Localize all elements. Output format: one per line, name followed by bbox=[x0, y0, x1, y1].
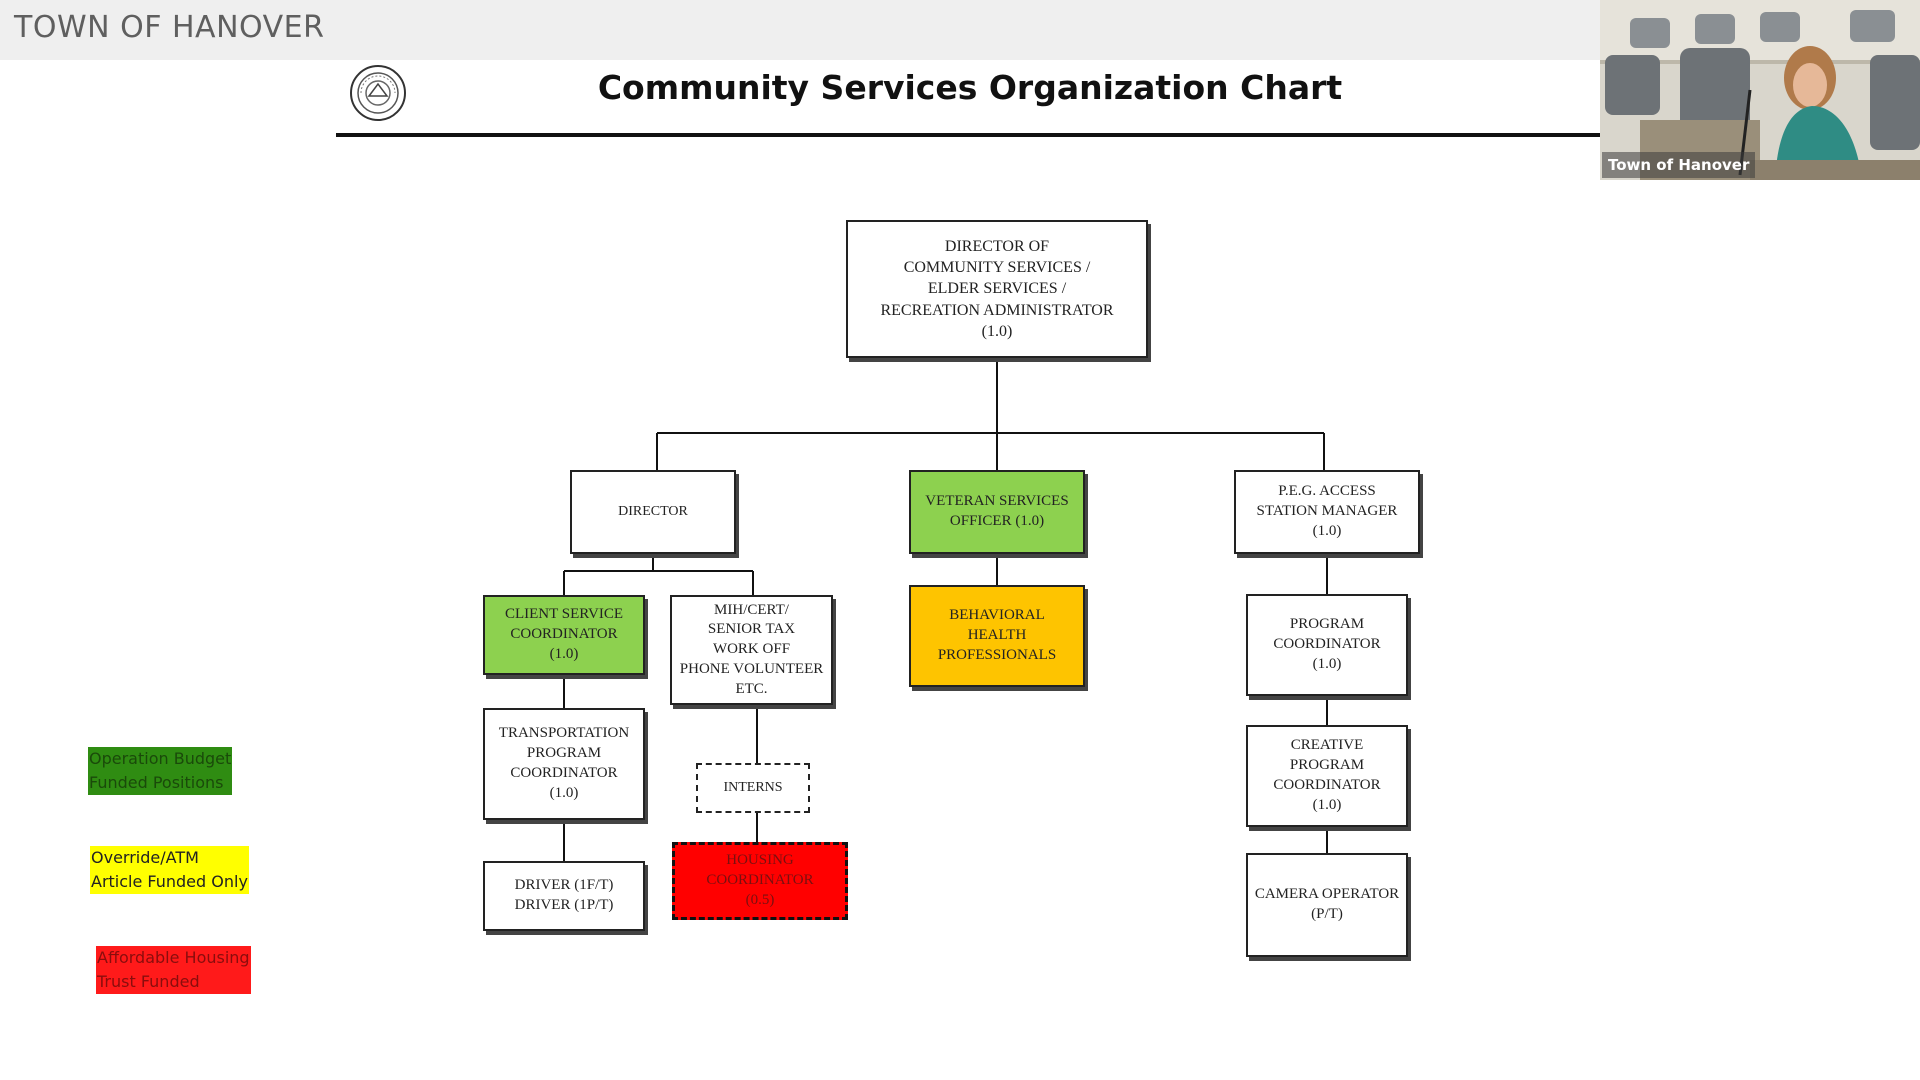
legend-override-atm: Override/ATM Article Funded Only bbox=[90, 822, 249, 894]
town-seal-icon bbox=[350, 65, 406, 121]
org-box-creative-program-coordinator: CREATIVE PROGRAM COORDINATOR (1.0) bbox=[1246, 725, 1408, 827]
org-box-peg-access-station-manager: P.E.G. ACCESS STATION MANAGER (1.0) bbox=[1234, 470, 1420, 554]
org-box-interns: INTERNS bbox=[696, 763, 810, 813]
org-box-housing-coordinator: HOUSING COORDINATOR (0.5) bbox=[672, 842, 848, 920]
banner-title: TOWN OF HANOVER bbox=[14, 10, 325, 45]
org-box-transportation-program-coordinator: TRANSPORTATION PROGRAM COORDINATOR (1.0) bbox=[483, 708, 645, 820]
video-thumbnail[interactable] bbox=[1600, 0, 1920, 180]
slide-title: Community Services Organization Chart bbox=[597, 68, 1343, 107]
org-box-director-community-services: DIRECTOR OF COMMUNITY SERVICES / ELDER S… bbox=[846, 220, 1148, 358]
legend-operation-budget-label: Operation Budget Funded Positions bbox=[88, 747, 233, 795]
title-divider bbox=[336, 133, 1600, 137]
org-box-program-coordinator: PROGRAM COORDINATOR (1.0) bbox=[1246, 594, 1408, 696]
org-box-director: DIRECTOR bbox=[570, 470, 736, 554]
legend-affordable-housing-label: Affordable Housing Trust Funded bbox=[96, 946, 251, 994]
org-box-client-service-coordinator: CLIENT SERVICE COORDINATOR (1.0) bbox=[483, 595, 645, 675]
video-label: Town of Hanover bbox=[1602, 152, 1756, 178]
legend-affordable-housing: Affordable Housing Trust Funded bbox=[96, 922, 251, 994]
org-box-camera-operator: CAMERA OPERATOR (P/T) bbox=[1246, 853, 1408, 957]
legend-operation-budget: Operation Budget Funded Positions bbox=[88, 723, 233, 795]
legend-override-atm-label: Override/ATM Article Funded Only bbox=[90, 846, 249, 894]
org-box-driver: DRIVER (1F/T) DRIVER (1P/T) bbox=[483, 861, 645, 931]
org-box-veteran-services-officer: VETERAN SERVICES OFFICER (1.0) bbox=[909, 470, 1085, 554]
org-box-behavioral-health-professionals: BEHAVIORAL HEALTH PROFESSIONALS bbox=[909, 585, 1085, 687]
org-box-mih-cert-volunteer: MIH/CERT/ SENIOR TAX WORK OFF PHONE VOLU… bbox=[670, 595, 833, 705]
